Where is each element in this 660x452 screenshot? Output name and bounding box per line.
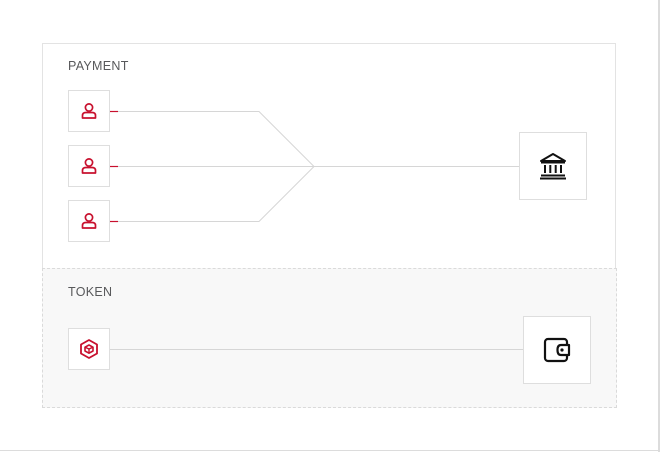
payment-source-user-1: [68, 90, 110, 132]
token-destination-wallet: [523, 316, 591, 384]
user-icon: [81, 213, 97, 229]
crypto-cube-icon: [80, 339, 98, 359]
right-edge-divider: [658, 0, 660, 452]
token-source-crypto: [68, 328, 110, 370]
payment-section-label: PAYMENT: [68, 59, 129, 73]
payment-source-user-2: [68, 145, 110, 187]
token-section-label: TOKEN: [68, 285, 113, 299]
user-icon: [81, 158, 97, 174]
connector-user-3: [118, 166, 315, 222]
bank-icon: [540, 153, 566, 180]
connector-user-1: [118, 111, 315, 167]
bottom-edge-divider: [0, 450, 660, 451]
user-icon: [81, 103, 97, 119]
payment-destination-bank: [519, 132, 587, 200]
wallet-icon: [543, 337, 571, 363]
payment-source-user-3: [68, 200, 110, 242]
token-panel: [42, 268, 617, 408]
